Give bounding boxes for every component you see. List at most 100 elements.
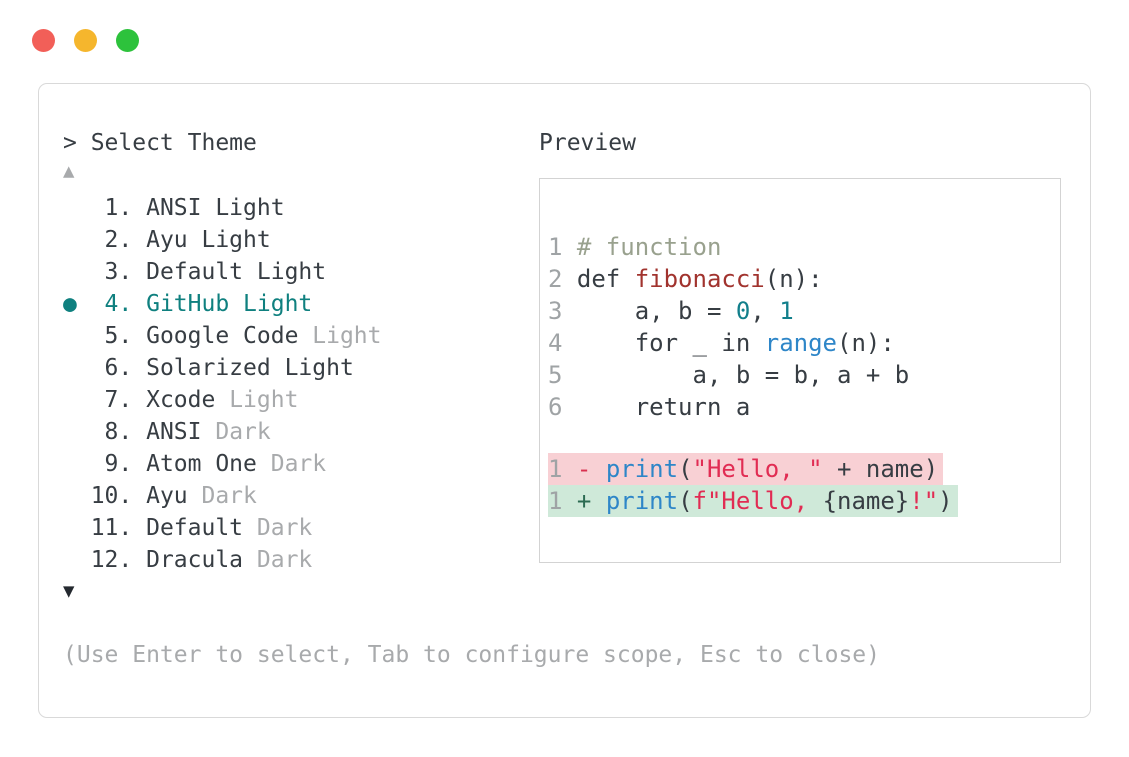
code-line: 6 return a	[548, 391, 1052, 423]
diff-line-removed: 1 - print("Hello, " + name)	[548, 453, 944, 485]
theme-option-label: Solarized Light	[146, 355, 354, 381]
marker-spacer	[63, 387, 91, 413]
window-controls	[32, 29, 139, 52]
code-token-num: 1	[779, 297, 794, 325]
preview-title: Preview	[539, 130, 636, 156]
picker-columns: > Select Theme ▲ 1. ANSI Light 2. Ayu Li…	[63, 130, 1066, 606]
theme-option-label: Dark	[256, 547, 313, 573]
theme-option-label: Dark	[215, 419, 271, 445]
theme-option-label: Dracula	[146, 547, 257, 573]
code-line: 4 for _ in range(n):	[548, 327, 1052, 359]
theme-option-label: Atom One	[146, 451, 271, 477]
theme-option-label: Default Light	[146, 259, 327, 285]
theme-option-5[interactable]: 5. Google Code Light	[63, 320, 539, 352]
code-token-blue: print	[605, 487, 679, 515]
line-number: 5	[548, 361, 577, 389]
theme-option-label: Google Code	[146, 323, 313, 349]
code-token-plain: + name)	[822, 455, 939, 483]
theme-option-label: Dark	[256, 515, 313, 541]
theme-option-number: 2.	[90, 227, 147, 253]
code-line: 5 a, b = b, a + b	[548, 359, 1052, 391]
code-line: 2 def fibonacci(n):	[548, 263, 1052, 295]
theme-option-number: 6.	[90, 355, 147, 381]
line-number: 1	[548, 233, 577, 261]
theme-option-number: 9.	[90, 451, 147, 477]
marker-spacer	[63, 355, 91, 381]
line-number: 1	[548, 455, 577, 483]
theme-option-label: Ayu Light	[146, 227, 271, 253]
scroll-up-icon[interactable]: ▲	[63, 160, 75, 182]
theme-option-label: GitHub Light	[146, 291, 313, 317]
code-token-plain: def	[576, 265, 635, 293]
diff-sample: 1 - print("Hello, " + name)1 + print(f"H…	[548, 453, 1052, 517]
code-token-blue: range	[764, 329, 837, 357]
line-number: 1	[548, 487, 577, 515]
theme-option-label: Xcode	[146, 387, 230, 413]
code-token-plain: (	[678, 487, 693, 515]
theme-option-number: 4.	[90, 291, 147, 317]
marker-spacer	[63, 483, 91, 509]
theme-option-10[interactable]: 10. Ayu Dark	[63, 480, 539, 512]
code-token-blue: print	[605, 455, 679, 483]
theme-option-label: Light	[312, 323, 382, 349]
code-token-plain: (n):	[837, 329, 895, 357]
code-token-plain: {name}	[822, 487, 910, 515]
scroll-down-icon[interactable]: ▼	[63, 580, 75, 602]
theme-picker-panel: > Select Theme ▲ 1. ANSI Light 2. Ayu Li…	[38, 83, 1091, 718]
theme-option-3[interactable]: 3. Default Light	[63, 256, 539, 288]
theme-option-label: Light	[229, 387, 299, 413]
code-token-string: f"Hello,	[692, 487, 823, 515]
zoom-window-button[interactable]	[116, 29, 139, 52]
theme-option-number: 12.	[90, 547, 147, 573]
theme-list: 1. ANSI Light 2. Ayu Light 3. Default Li…	[63, 192, 539, 576]
theme-option-12[interactable]: 12. Dracula Dark	[63, 544, 539, 576]
theme-option-label: Default	[146, 515, 257, 541]
line-number: 3	[548, 297, 577, 325]
marker-spacer	[63, 515, 91, 541]
line-number: 2	[548, 265, 577, 293]
theme-option-label: ANSI	[146, 419, 216, 445]
theme-option-11[interactable]: 11. Default Dark	[63, 512, 539, 544]
code-token-comment: # function	[576, 233, 722, 261]
theme-selector-column: > Select Theme ▲ 1. ANSI Light 2. Ayu Li…	[63, 130, 539, 606]
marker-spacer	[63, 323, 91, 349]
theme-option-7[interactable]: 7. Xcode Light	[63, 384, 539, 416]
code-token-plain: ,	[750, 297, 780, 325]
keyboard-hints: (Use Enter to select, Tab to configure s…	[63, 642, 880, 668]
theme-option-number: 8.	[90, 419, 147, 445]
select-theme-prompt: > Select Theme	[63, 130, 257, 156]
theme-option-1[interactable]: 1. ANSI Light	[63, 192, 539, 224]
theme-option-number: 11.	[90, 515, 147, 541]
marker-spacer	[63, 227, 91, 253]
theme-option-6[interactable]: 6. Solarized Light	[63, 352, 539, 384]
theme-option-2[interactable]: 2. Ayu Light	[63, 224, 539, 256]
line-number: 6	[548, 393, 577, 421]
selected-bullet-icon: ●	[63, 291, 91, 317]
theme-option-4[interactable]: ● 4. GitHub Light	[63, 288, 539, 320]
code-token-minus: -	[576, 455, 606, 483]
theme-option-number: 5.	[90, 323, 147, 349]
theme-option-label: Ayu	[146, 483, 202, 509]
code-token-plain: for _ in	[576, 329, 765, 357]
marker-spacer	[63, 259, 91, 285]
theme-option-label: Dark	[201, 483, 257, 509]
theme-option-8[interactable]: 8. ANSI Dark	[63, 416, 539, 448]
code-token-num: 0	[735, 297, 751, 325]
minimize-window-button[interactable]	[74, 29, 97, 52]
code-line: 3 a, b = 0, 1	[548, 295, 1052, 327]
theme-option-number: 10.	[90, 483, 147, 509]
marker-spacer	[63, 547, 91, 573]
theme-option-number: 3.	[90, 259, 147, 285]
close-window-button[interactable]	[32, 29, 55, 52]
code-token-plus: +	[576, 487, 606, 515]
theme-option-label: Dark	[270, 451, 327, 477]
code-token-string: !"	[909, 487, 939, 515]
theme-option-9[interactable]: 9. Atom One Dark	[63, 448, 539, 480]
code-token-plain: a, b =	[576, 297, 736, 325]
code-token-plain: a, b = b, a + b	[576, 361, 910, 389]
line-number: 4	[548, 329, 577, 357]
